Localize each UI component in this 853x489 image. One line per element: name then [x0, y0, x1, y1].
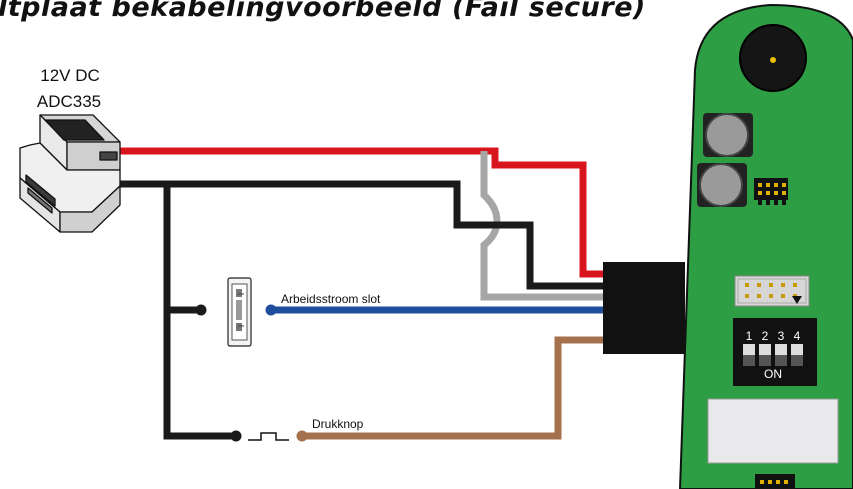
capacitor-icon [703, 113, 753, 157]
terminal-dot [230, 430, 242, 442]
dip-number-4: 4 [794, 329, 801, 343]
wire-black-common [163, 184, 235, 440]
button-label: Drukknop [312, 417, 364, 431]
push-button-icon [248, 432, 289, 441]
connector-block [603, 262, 685, 354]
arrow-down-icon [792, 296, 802, 304]
diagram-title: ltplaat bekabelingvoorbeeld (Fail secure… [0, 0, 646, 23]
dip-switch: 1 2 3 4 ON [733, 296, 817, 386]
electric-lock-icon [227, 277, 252, 347]
wire-grey [480, 151, 605, 301]
terminal-dot [195, 304, 207, 316]
wire-red [120, 147, 605, 278]
terminal-dot [296, 430, 308, 442]
buzzer-icon [739, 24, 807, 92]
power-supply-voltage: 12V DC [40, 66, 100, 85]
pin-header-bottom [755, 474, 795, 489]
dip-on-label: ON [764, 367, 782, 381]
dip-number-3: 3 [778, 329, 785, 343]
wire-black-supply [120, 180, 605, 290]
pin-header-large [734, 275, 810, 307]
dip-number-1: 1 [746, 329, 753, 343]
label-area [707, 398, 839, 464]
dip-number-2: 2 [762, 329, 769, 343]
power-supply-model: ADC335 [37, 92, 101, 111]
pin-header-small [754, 178, 788, 205]
capacitor-icon [697, 163, 747, 207]
wire-brown [302, 336, 605, 440]
lock-label: Arbeidsstroom slot [281, 292, 381, 306]
terminal-dot [265, 304, 277, 316]
power-supply-icon [19, 114, 121, 233]
